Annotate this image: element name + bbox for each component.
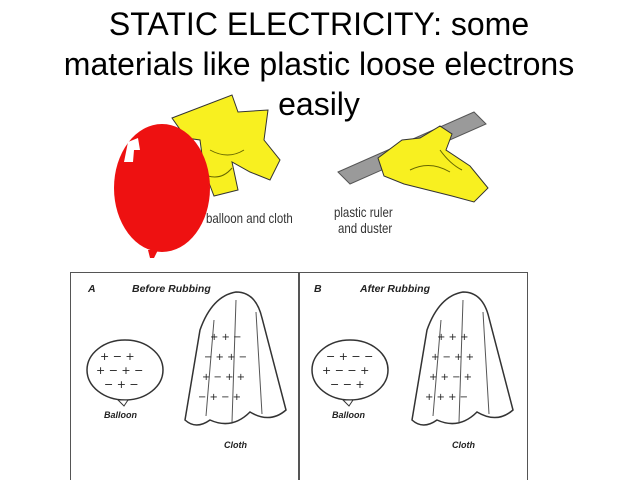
title-line-2: materials like plastic loose electrons [63, 46, 575, 82]
svg-text:+ + +: + + + [437, 332, 469, 343]
panel-a-balloon-label: Balloon [104, 410, 137, 420]
panel-a-balloon: + − + + − + − − + − [86, 339, 164, 407]
panel-a-cloth-label: Cloth [224, 440, 247, 450]
cloth-fold-line [207, 149, 245, 178]
svg-text:+ + − +: + + − + [429, 372, 472, 383]
ruler-caption-line-1: plastic ruler [334, 204, 393, 220]
panel-b-cloth: + + + + − + + + + − + + + + − [411, 291, 514, 426]
balloon-shape [114, 124, 210, 252]
svg-text:+ + −: + + − [210, 332, 242, 343]
panel-b-heading: After Rubbing [360, 283, 430, 295]
title-line-3: easily [278, 86, 360, 122]
panel-a-heading: Before Rubbing [132, 283, 211, 295]
duster-shape [377, 125, 489, 203]
balloon-cloth-caption: balloon and cloth [206, 210, 293, 226]
panel-b-balloon-label: Balloon [332, 410, 365, 420]
panel-b-cloth-label: Cloth [452, 440, 475, 450]
ruler-and-duster-illustration [337, 111, 489, 203]
svg-text:− + − −: − + − − [326, 350, 373, 363]
svg-text:− + + −: − + + − [204, 352, 247, 363]
svg-text:+ − − +: + − − + [322, 364, 369, 377]
panel-a-cloth: + + − − + + − + − + + − + − + [184, 291, 287, 426]
ruler-caption-line-2: and duster [338, 220, 393, 236]
slide-title: STATIC ELECTRICITY: some materials like … [0, 4, 638, 124]
balloon-highlight [124, 138, 140, 162]
svg-text:− − +: − − + [330, 378, 365, 391]
svg-text:+ + + −: + + + − [425, 392, 468, 403]
title-line-1: STATIC ELECTRICITY: some [108, 6, 530, 42]
svg-text:+ − + +: + − + + [202, 372, 245, 383]
panel-a-letter: A [88, 283, 96, 295]
balloon-knot [148, 250, 158, 258]
duster-fold-line [409, 149, 463, 173]
svg-text:+ − + +: + − + + [431, 352, 474, 363]
balloon-and-cloth-illustration [114, 94, 281, 258]
panel-b-letter: B [314, 283, 322, 295]
panel-b-frame [298, 272, 528, 480]
svg-text:− + − +: − + − + [198, 392, 241, 403]
svg-text:− + −: − + − [104, 378, 139, 391]
panel-a-frame [70, 272, 300, 480]
svg-text:+ − + −: + − + − [96, 364, 143, 377]
panel-b-balloon: − + − − + − − + − − + [311, 339, 389, 407]
cloth-shape-1 [171, 94, 281, 197]
svg-text:+ − +: + − + [100, 350, 135, 363]
